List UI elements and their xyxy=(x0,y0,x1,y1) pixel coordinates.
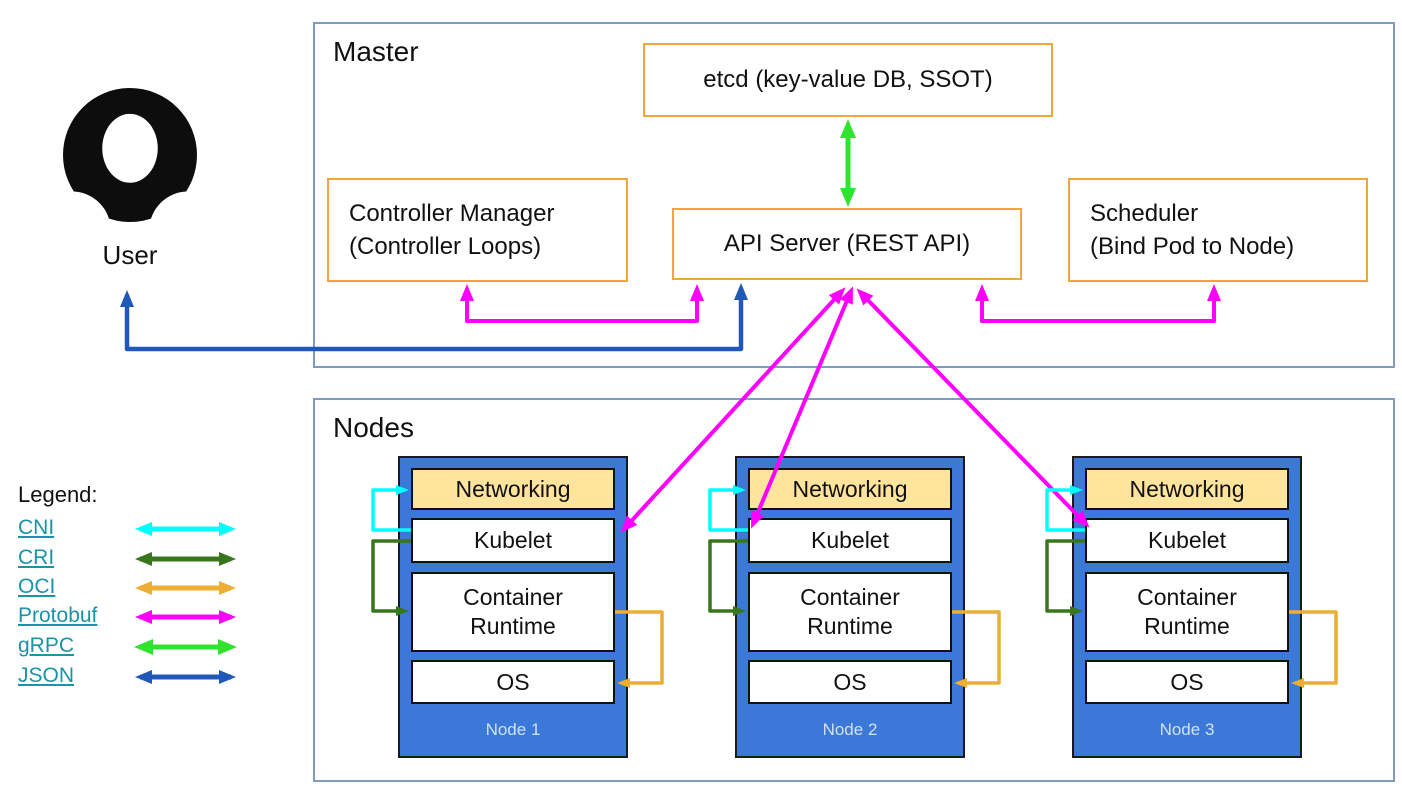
node-3-os: OS xyxy=(1085,660,1289,704)
user-avatar-icon xyxy=(63,88,197,222)
legend-link-grpc[interactable]: gRPC xyxy=(18,634,75,657)
node-3-kubelet: Kubelet xyxy=(1085,518,1289,563)
node-1-os: OS xyxy=(411,660,615,704)
node-3-container-runtime: Container Runtime xyxy=(1085,572,1289,652)
master-title: Master xyxy=(333,36,419,67)
controller-manager-line2: (Controller Loops) xyxy=(349,233,542,260)
legend-link-cni[interactable]: CNI xyxy=(18,516,55,539)
scheduler-line1: Scheduler xyxy=(1090,200,1199,227)
node-1: Networking Kubelet Container Runtime OS … xyxy=(398,456,628,758)
user-label: User xyxy=(102,240,158,270)
etcd-box: etcd (key-value DB, SSOT) xyxy=(643,43,1053,117)
scheduler-box: Scheduler (Bind Pod to Node) xyxy=(1068,178,1368,282)
node-2-name: Node 2 xyxy=(822,720,878,739)
legend-link-json[interactable]: JSON xyxy=(18,664,75,687)
node-1-networking: Networking xyxy=(411,468,615,510)
node-1-kubelet: Kubelet xyxy=(411,518,615,563)
node-1-name: Node 1 xyxy=(485,720,541,739)
node-2: Networking Kubelet Container Runtime OS … xyxy=(735,456,965,758)
node-3-name: Node 3 xyxy=(1159,720,1215,739)
api-server-label: API Server (REST API) xyxy=(723,230,971,257)
node-2-os: OS xyxy=(748,660,952,704)
nodes-title: Nodes xyxy=(333,412,414,443)
node-1-container-runtime: Container Runtime xyxy=(411,572,615,652)
legend-title: Legend: xyxy=(18,482,98,507)
legend-link-cri[interactable]: CRI xyxy=(18,546,55,569)
node-3-networking: Networking xyxy=(1085,468,1289,510)
api-server-box: API Server (REST API) xyxy=(672,208,1022,280)
node-2-networking: Networking xyxy=(748,468,952,510)
node-2-container-runtime: Container Runtime xyxy=(748,572,952,652)
etcd-label: etcd (key-value DB, SSOT) xyxy=(703,66,993,93)
legend-link-protobuf[interactable]: Protobuf xyxy=(18,604,98,627)
node-2-kubelet: Kubelet xyxy=(748,518,952,563)
controller-manager-box: Controller Manager (Controller Loops) xyxy=(327,178,628,282)
scheduler-line2: (Bind Pod to Node) xyxy=(1090,233,1295,260)
node-3: Networking Kubelet Container Runtime OS … xyxy=(1072,456,1302,758)
legend-link-oci[interactable]: OCI xyxy=(18,575,56,598)
controller-manager-line1: Controller Manager xyxy=(349,200,555,227)
